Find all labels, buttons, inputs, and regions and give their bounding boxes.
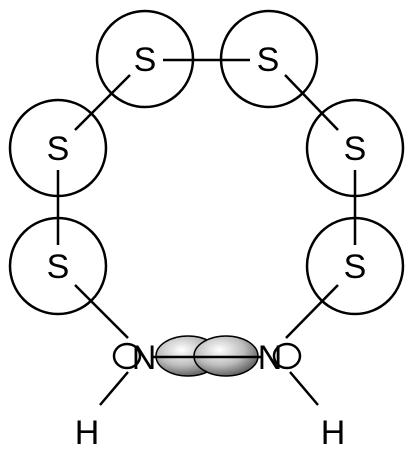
atom-s2-label: S xyxy=(257,41,280,79)
atom-h1-label: H xyxy=(75,414,100,452)
atom-s3-label: S xyxy=(47,130,70,168)
atom-h2-label: H xyxy=(321,414,346,452)
n1-back-lobe xyxy=(112,342,142,370)
atom-n2-label: N xyxy=(258,339,283,377)
atom-n1-label: N xyxy=(132,339,157,377)
atom-s6-label: S xyxy=(344,248,367,286)
atom-s5-label: S xyxy=(47,248,70,286)
bond-s1-s3 xyxy=(74,74,131,131)
bond-s6-n2 xyxy=(285,284,339,339)
atom-s1-label: S xyxy=(134,41,157,79)
bond-n1-h1 xyxy=(99,371,129,406)
bond-s5-n1 xyxy=(74,284,129,339)
bond-n2-h2 xyxy=(289,371,319,406)
bond-s2-s4 xyxy=(284,74,339,131)
n2-back-lobe xyxy=(272,342,302,370)
atom-s4-label: S xyxy=(344,130,367,168)
